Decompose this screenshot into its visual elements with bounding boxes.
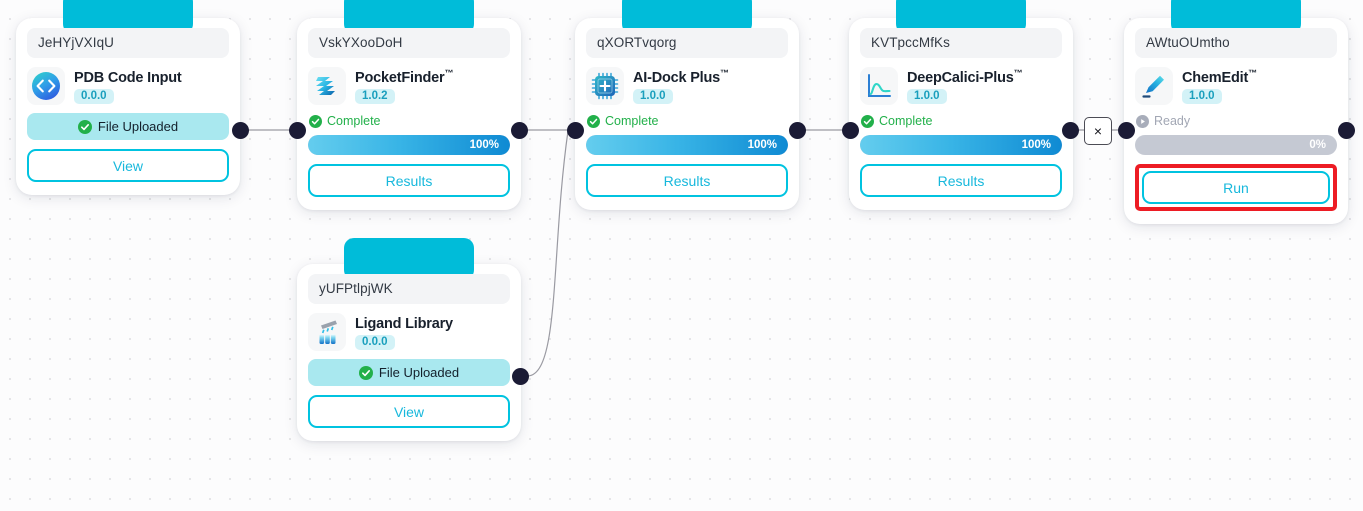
node-title-row: AI-Dock Plus™ 1.0.0 — [586, 67, 788, 105]
edge-delete-button[interactable]: × — [1084, 117, 1112, 145]
handle-ligandlibrary-output[interactable] — [512, 368, 529, 385]
line-chart-icon — [860, 67, 898, 105]
handle-pdb-output[interactable] — [232, 122, 249, 139]
run-button[interactable]: Run — [1142, 171, 1330, 204]
file-uploaded-label: File Uploaded — [378, 365, 460, 380]
view-button[interactable]: View — [308, 395, 510, 428]
edge-ligandlibrary-to-aidock — [527, 130, 569, 377]
node-titles: AI-Dock Plus™ 1.0.0 — [633, 68, 729, 104]
node-name: PocketFinder™ — [355, 68, 454, 86]
node-version-badge: 0.0.0 — [74, 88, 114, 104]
node-version-badge: 1.0.2 — [355, 88, 395, 104]
progress-bar: 100% — [308, 135, 510, 155]
handle-pocketfinder-input[interactable] — [289, 122, 306, 139]
progress-label: 100% — [747, 139, 777, 151]
pencil-icon — [1135, 67, 1173, 105]
handle-aidock-input[interactable] — [567, 122, 584, 139]
check-circle-icon — [587, 114, 600, 128]
handle-chemedit-input[interactable] — [1118, 122, 1135, 139]
node-name: Ligand Library — [355, 315, 453, 332]
progress-fill — [860, 135, 1062, 155]
status-label: Ready — [1154, 114, 1191, 128]
results-button[interactable]: Results — [860, 164, 1062, 197]
node-version-badge: 0.0.0 — [355, 334, 395, 350]
node-title-row: ChemEdit™ 1.0.0 — [1135, 67, 1337, 105]
node-title-row: Ligand Library 0.0.0 — [308, 313, 510, 351]
check-circle-icon — [861, 114, 874, 128]
file-uploaded-label: File Uploaded — [97, 119, 179, 134]
node-chemedit[interactable]: AWtuOUmtho ChemEdit™ 1.0.0 R — [1124, 0, 1348, 224]
node-name: PDB Code Input — [74, 69, 182, 86]
node-pdb-code-input[interactable]: JeHYjVXIqU PDB Code Input 0.0.0 — [16, 0, 240, 195]
node-id-label: qXORTvqorg — [586, 28, 788, 58]
node-deepcalici-plus[interactable]: KVTpccMfKs DeepCalici-Plus™ 1.0.0 Comple… — [849, 0, 1073, 210]
node-title-row: PDB Code Input 0.0.0 — [27, 67, 229, 105]
node-id-label: JeHYjVXIqU — [27, 28, 229, 58]
status-row: Complete — [309, 113, 510, 129]
progress-bar: 100% — [860, 135, 1062, 155]
results-button[interactable]: Results — [308, 164, 510, 197]
node-titles: ChemEdit™ 1.0.0 — [1182, 68, 1257, 104]
node-id-label: KVTpccMfKs — [860, 28, 1062, 58]
handle-deepcalici-output[interactable] — [1062, 122, 1079, 139]
progress-fill — [308, 135, 510, 155]
node-title-row: PocketFinder™ 1.0.2 — [308, 67, 510, 105]
node-version-badge: 1.0.0 — [1182, 88, 1222, 104]
code-brackets-icon — [27, 67, 65, 105]
protein-ribbon-icon — [308, 67, 346, 105]
node-titles: DeepCalici-Plus™ 1.0.0 — [907, 68, 1023, 104]
check-circle-icon — [309, 114, 322, 128]
handle-chemedit-output[interactable] — [1338, 122, 1355, 139]
status-row: Complete — [587, 113, 788, 129]
progress-label: 100% — [1021, 139, 1051, 151]
node-titles: PocketFinder™ 1.0.2 — [355, 68, 453, 104]
progress-bar: 100% — [586, 135, 788, 155]
cpu-plus-icon — [586, 67, 624, 105]
handle-deepcalici-input[interactable] — [842, 122, 859, 139]
node-titles: Ligand Library 0.0.0 — [355, 314, 453, 350]
status-row: Complete — [861, 113, 1062, 129]
node-titles: PDB Code Input 0.0.0 — [74, 68, 182, 104]
progress-fill — [586, 135, 788, 155]
file-uploaded-pill: File Uploaded — [27, 113, 229, 140]
view-button[interactable]: View — [27, 149, 229, 182]
node-ligand-library[interactable]: yUFPtlpjWK — [297, 238, 521, 441]
status-label: Complete — [879, 114, 933, 128]
play-circle-icon — [1136, 114, 1149, 128]
node-title-row: DeepCalici-Plus™ 1.0.0 — [860, 67, 1062, 105]
pipette-vials-icon — [308, 313, 346, 351]
progress-label: 0% — [1309, 139, 1326, 151]
node-name: DeepCalici-Plus™ — [907, 68, 1023, 86]
node-name: ChemEdit™ — [1182, 68, 1257, 86]
node-pocketfinder[interactable]: VskYXooDoH PocketFinder™ 1.0.2 Complete — [297, 0, 521, 210]
check-circle-icon — [358, 365, 373, 380]
run-button-highlight: Run — [1135, 164, 1337, 211]
progress-bar: 0% — [1135, 135, 1337, 155]
status-label: Complete — [327, 114, 381, 128]
node-id-label: yUFPtlpjWK — [308, 274, 510, 304]
node-header-tab — [344, 238, 474, 280]
handle-pocketfinder-output[interactable] — [511, 122, 528, 139]
node-version-badge: 1.0.0 — [907, 88, 947, 104]
check-circle-icon — [77, 119, 92, 134]
status-row: Ready — [1136, 113, 1337, 129]
node-version-badge: 1.0.0 — [633, 88, 673, 104]
node-id-label: VskYXooDoH — [308, 28, 510, 58]
file-uploaded-pill: File Uploaded — [308, 359, 510, 386]
progress-label: 100% — [469, 139, 499, 151]
node-name: AI-Dock Plus™ — [633, 68, 729, 86]
status-label: Complete — [605, 114, 659, 128]
results-button[interactable]: Results — [586, 164, 788, 197]
handle-aidock-output[interactable] — [789, 122, 806, 139]
node-ai-dock-plus[interactable]: qXORTvqorg — [575, 0, 799, 210]
node-id-label: AWtuOUmtho — [1135, 28, 1337, 58]
